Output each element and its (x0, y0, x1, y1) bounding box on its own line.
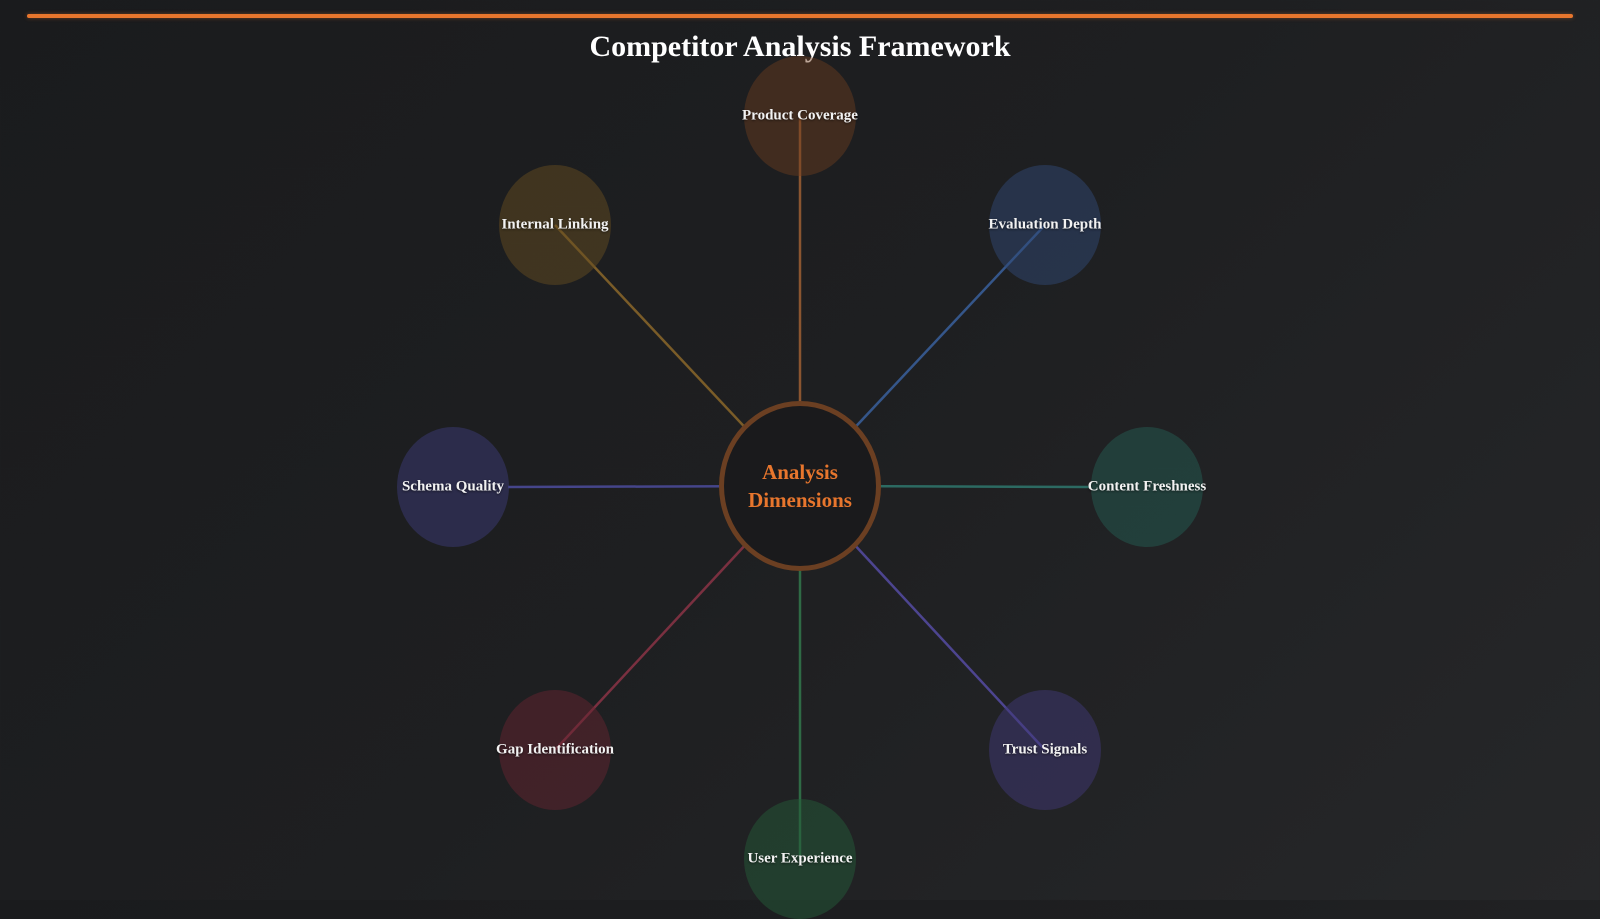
node-label: Evaluation Depth (988, 216, 1102, 233)
node-user-experience[interactable]: User Experience (744, 799, 856, 919)
node-evaluation-depth[interactable]: Evaluation Depth (989, 165, 1101, 285)
center-label-line2: Dimensions (748, 488, 852, 512)
page-title: Competitor Analysis Framework (589, 30, 1011, 63)
node-trust-signals[interactable]: Trust Signals (989, 690, 1101, 810)
center-label-line1: Analysis (762, 460, 838, 484)
node-label: User Experience (747, 850, 853, 867)
accent-bar (27, 14, 1573, 18)
node-gap-identification[interactable]: Gap Identification (496, 690, 614, 810)
center-hub: Analysis Dimensions (719, 401, 881, 571)
node-label: Schema Quality (401, 478, 505, 495)
node-product-coverage[interactable]: Product Coverage (742, 56, 858, 176)
node-label: Content Freshness (1087, 478, 1207, 495)
node-label: Internal Linking (501, 216, 609, 233)
node-label: Product Coverage (742, 107, 858, 124)
node-internal-linking[interactable]: Internal Linking (499, 165, 611, 285)
node-schema-quality[interactable]: Schema Quality (397, 427, 509, 547)
node-label: Trust Signals (1002, 741, 1088, 758)
node-content-freshness[interactable]: Content Freshness (1087, 427, 1207, 547)
node-label: Gap Identification (496, 741, 614, 758)
